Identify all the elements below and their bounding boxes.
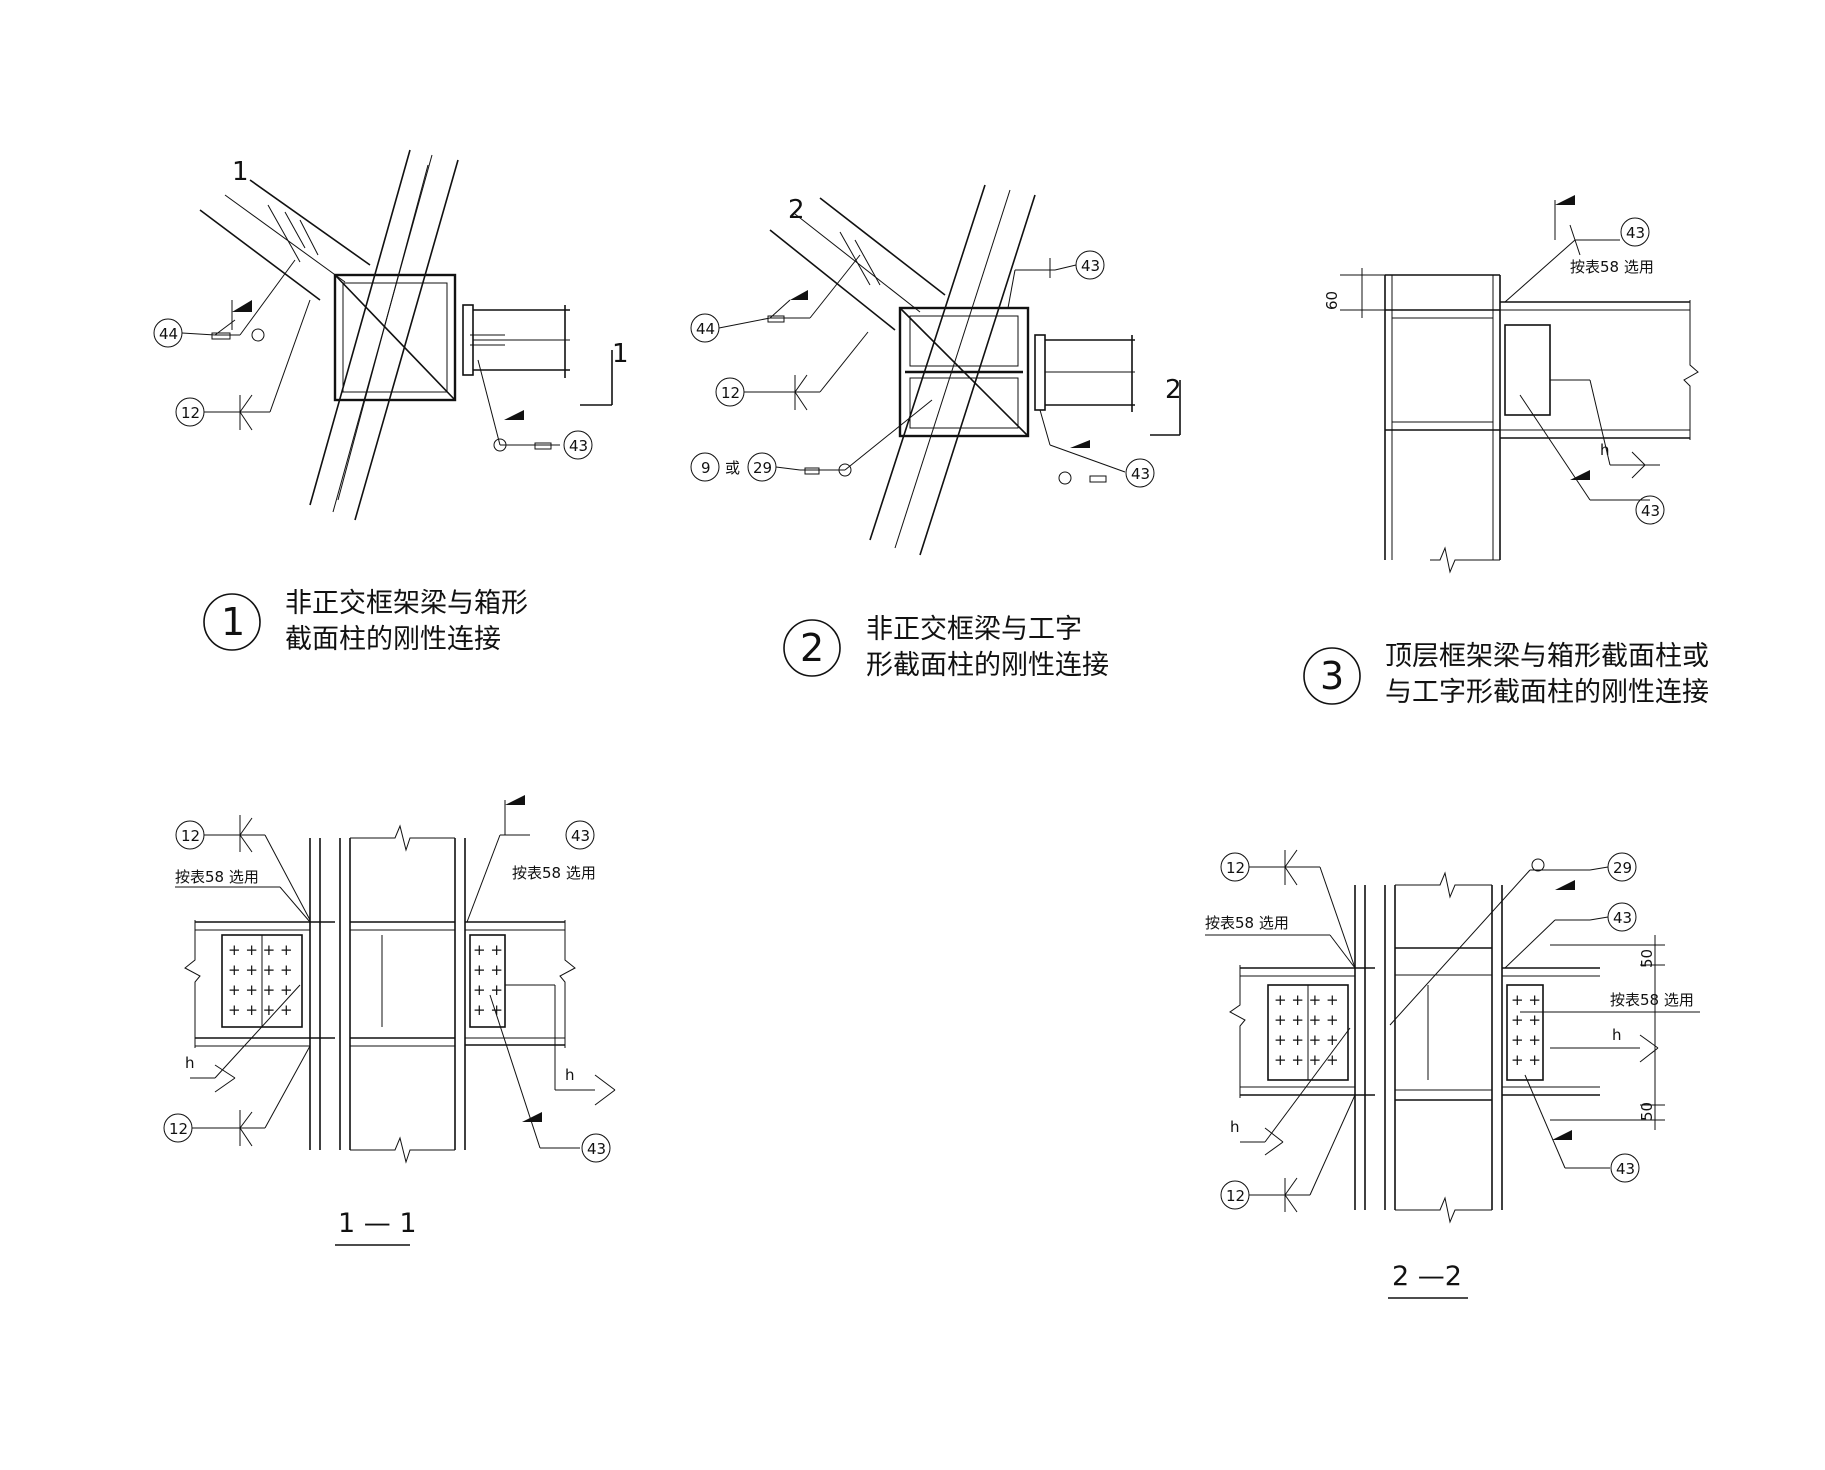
weld-ref-29-s2: 29	[1613, 859, 1632, 877]
per-table-note-s1a: 按表58 选用	[175, 868, 259, 886]
detail-2-number: 2	[800, 626, 824, 670]
weld-ref-44: 44	[159, 325, 178, 343]
weld-ref-9: 9	[701, 459, 711, 477]
detail-1-number-circle	[203, 593, 261, 651]
weld-ref-balloon	[1610, 1153, 1640, 1183]
weld-ref-balloon	[563, 430, 593, 460]
detail-3-title-line1: 顶层框架梁与箱形截面柱或	[1385, 641, 1709, 672]
weld-ref-43-d3a: 43	[1626, 224, 1645, 242]
or-word: 或	[725, 459, 740, 477]
section-1-1-drawing: + + + + + + + + + + + + + + + + + + + + …	[175, 795, 616, 1164]
cut-label-1: 1	[612, 339, 629, 369]
weld-ref-43-s1b: 43	[587, 1140, 606, 1158]
weld-ref-balloon	[581, 1133, 611, 1163]
field-weld-flag-icon	[522, 1112, 542, 1122]
field-weld-flag-icon	[504, 410, 524, 420]
svg-text:+ + + +: + + + +	[228, 961, 293, 979]
weld-ref-43-d2b: 43	[1131, 465, 1150, 483]
section-1-1-label: 1 — 1	[338, 1208, 417, 1239]
detail-2-title-line1: 非正交框梁与工字	[866, 614, 1082, 645]
detail-2-marker: 2	[788, 195, 805, 225]
svg-text:+ +: + +	[1511, 1011, 1541, 1029]
weld-ref-44-d2: 44	[696, 320, 715, 338]
svg-text:+ +: + +	[473, 1001, 503, 1019]
field-weld-flag-icon	[1570, 470, 1590, 480]
weld-ref-12-s1a: 12	[181, 827, 200, 845]
per-table-note-s1b: 按表58 选用	[512, 864, 596, 882]
weld-ref-balloon	[690, 452, 720, 482]
detail-1-title-line1: 非正交框架梁与箱形	[285, 588, 528, 619]
weld-ref-29: 29	[753, 459, 772, 477]
weld-ref-43-s2a: 43	[1613, 909, 1632, 927]
detail-3-title-line2: 与工字形截面柱的刚性连接	[1385, 677, 1709, 708]
weld-ref-43-s2b: 43	[1616, 1160, 1635, 1178]
svg-text:+ +: + +	[1511, 991, 1541, 1009]
detail-1-drawing: 1 1	[199, 149, 629, 521]
hf-label-s1a: h	[185, 1054, 195, 1072]
detail-1-marker: 1	[232, 157, 249, 187]
field-weld-flag-icon	[505, 795, 525, 805]
svg-text:+ + + +: + + + +	[1274, 991, 1339, 1009]
hf-label-s2a: h	[1230, 1118, 1240, 1136]
dim-60: 60	[1323, 291, 1341, 310]
hf-label-d3: h	[1600, 441, 1610, 459]
svg-text:+ + + +: + + + +	[1274, 1011, 1339, 1029]
weld-ref-43-d2a: 43	[1081, 257, 1100, 275]
weld-ref-12-s1b: 12	[169, 1120, 188, 1138]
weld-ref-43-d3b: 43	[1641, 502, 1660, 520]
field-weld-flag-icon	[232, 300, 252, 312]
field-weld-flag-icon	[1555, 880, 1575, 890]
svg-text:+ +: + +	[473, 981, 503, 999]
weld-ref-balloon	[1125, 458, 1155, 488]
detail-2-number-circle	[783, 619, 841, 677]
per-table-note-d3: 按表58 选用	[1570, 258, 1654, 276]
detail-3-number-circle	[1303, 647, 1361, 705]
svg-text:+ +: + +	[1511, 1051, 1541, 1069]
svg-text:+ + + +: + + + +	[1274, 1051, 1339, 1069]
hf-label-s2b: h	[1612, 1026, 1622, 1044]
svg-text:+ + + +: + + + +	[228, 941, 293, 959]
dim-50-top: 50	[1638, 949, 1656, 968]
dim-50-bottom: 50	[1638, 1102, 1656, 1121]
section-2-2-label: 2 —2	[1392, 1261, 1462, 1292]
svg-text:+ + + +: + + + +	[1274, 1031, 1339, 1049]
svg-text:+ + + +: + + + +	[228, 981, 293, 999]
weld-ref-12-s2b: 12	[1226, 1187, 1245, 1205]
cut-label-2: 2	[1165, 375, 1182, 405]
detail-3-number: 3	[1320, 654, 1344, 698]
weld-ref-balloon	[565, 820, 595, 850]
detail-1-number: 1	[221, 600, 245, 644]
detail-3-drawing: 60 h	[1323, 195, 1699, 574]
weld-ref-12-d2: 12	[721, 384, 740, 402]
detail-1-title-line2: 截面柱的刚性连接	[285, 624, 501, 655]
weld-ref-12: 12	[181, 404, 200, 422]
per-table-note-s2a: 按表58 选用	[1205, 914, 1289, 932]
svg-text:+ + + +: + + + +	[228, 1001, 293, 1019]
weld-ref-balloon	[1635, 495, 1665, 525]
weld-ref-balloon	[1620, 217, 1650, 247]
field-weld-flag-icon	[1555, 195, 1575, 205]
svg-text:+ +: + +	[473, 941, 503, 959]
weld-ref-43: 43	[569, 437, 588, 455]
detail-2-drawing: 2 2	[767, 184, 1182, 556]
weld-ref-43-s1a: 43	[571, 827, 590, 845]
field-weld-flag-icon	[790, 290, 808, 300]
field-weld-flag-icon	[1552, 1130, 1572, 1140]
section-2-2-drawing: + + + + + + + + + + + + + + + + + + + + …	[1205, 849, 1700, 1224]
per-table-note-s2b: 按表58 选用	[1610, 991, 1694, 1009]
detail-2-title-line2: 形截面柱的刚性连接	[866, 650, 1109, 681]
svg-text:+ +: + +	[1511, 1031, 1541, 1049]
svg-text:+ +: + +	[473, 961, 503, 979]
weld-ref-12-s2a: 12	[1226, 859, 1245, 877]
field-weld-flag-icon	[1070, 440, 1090, 448]
hf-label-s1b: h	[565, 1066, 575, 1084]
